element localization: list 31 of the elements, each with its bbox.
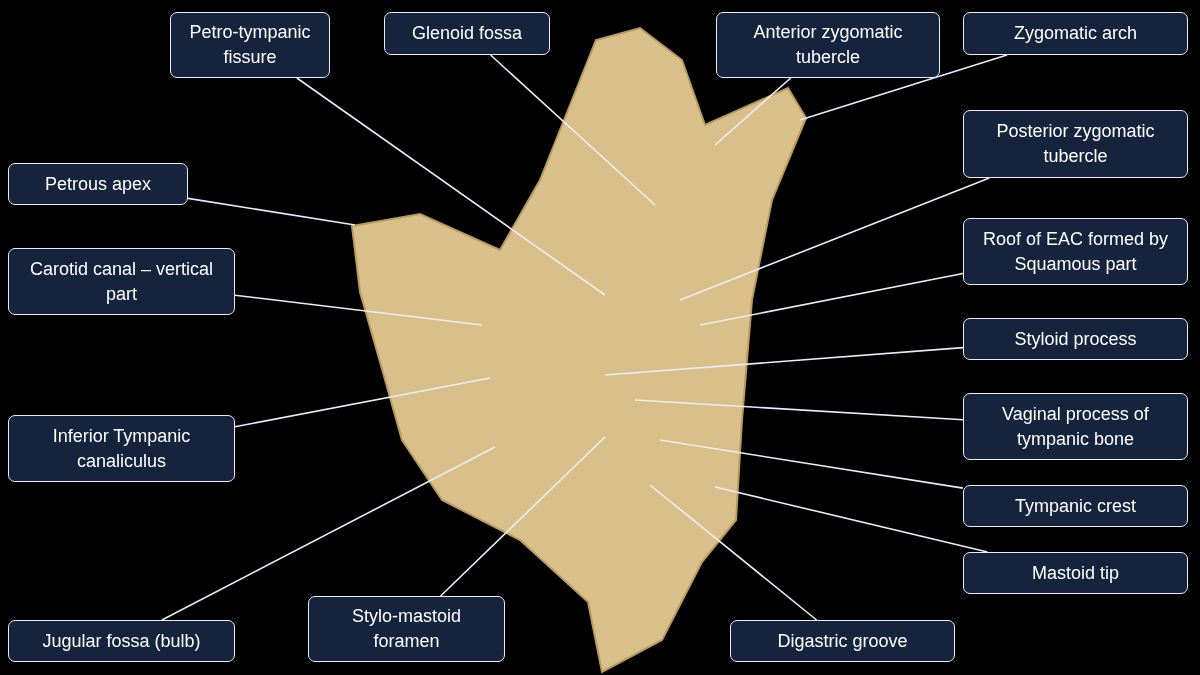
callout-label: Inferior Tympanic canaliculus: [8, 415, 235, 482]
callout-label: Petrous apex: [8, 163, 188, 205]
callout-label: Anterior zygomatic tubercle: [716, 12, 940, 78]
callout-label: Posterior zygomatic tubercle: [963, 110, 1188, 178]
callout-label: Roof of EAC formed by Squamous part: [963, 218, 1188, 285]
callout-label: Stylo-mastoid foramen: [308, 596, 505, 662]
leader-line: [649, 484, 818, 621]
callout-label: Petro-tympanic fissure: [170, 12, 330, 78]
leader-line: [439, 436, 606, 597]
callout-label: Digastric groove: [730, 620, 955, 662]
callout-label: Vaginal process of tympanic bone: [963, 393, 1188, 460]
leader-line: [699, 272, 964, 326]
callout-label: Jugular fossa (bulb): [8, 620, 235, 662]
leader-line: [799, 54, 1008, 121]
leader-line: [296, 77, 606, 296]
leader-line: [634, 399, 964, 421]
callout-label: Zygomatic arch: [963, 12, 1188, 55]
callout-label: Glenoid fossa: [384, 12, 550, 55]
callout-label: Styloid process: [963, 318, 1188, 360]
leader-line: [234, 377, 491, 428]
leader-line: [604, 346, 964, 376]
leader-line: [714, 486, 989, 553]
callout-label: Mastoid tip: [963, 552, 1188, 594]
leader-line: [187, 197, 356, 226]
callout-label: Carotid canal – vertical part: [8, 248, 235, 315]
leader-line: [489, 54, 656, 206]
leader-line: [679, 177, 991, 301]
callout-label: Tympanic crest: [963, 485, 1188, 527]
leader-line: [234, 294, 483, 326]
leader-line: [161, 446, 496, 621]
leader-line: [659, 439, 964, 489]
